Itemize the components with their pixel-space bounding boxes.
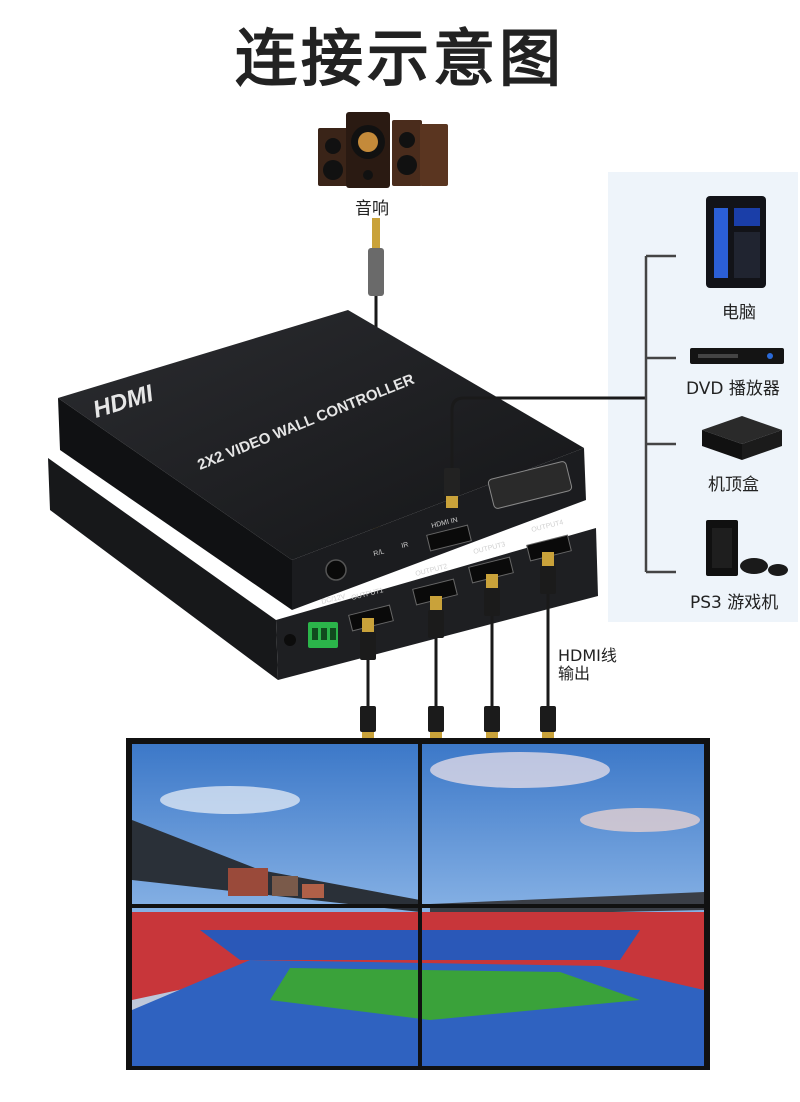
set-top-box-icon — [702, 416, 782, 460]
source-label-dvd: DVD 播放器 — [686, 379, 780, 399]
game-console-icon — [706, 520, 788, 576]
page-title: 连接示意图 — [234, 22, 565, 95]
dvd-player-icon — [690, 348, 784, 364]
hdmi-output-label-line2: 输出 — [558, 664, 591, 683]
port-label-output4: OUTPUT4 — [531, 519, 564, 534]
video-wall-2x2 — [126, 738, 710, 1070]
pc-tower-icon — [706, 196, 766, 288]
hdmi-input-cable — [444, 396, 646, 508]
hdmi-output-cables — [360, 552, 556, 742]
hdmi-cable-output1 — [360, 618, 376, 742]
hdmi-output-label-line1: HDMI线 — [558, 646, 617, 665]
hdmi-cable-output4 — [540, 552, 556, 742]
hdmi-cable-output2 — [428, 596, 444, 742]
port-label-rl: R/L — [373, 548, 385, 557]
speaker-label: 音响 — [355, 199, 389, 219]
source-bracket — [644, 254, 676, 574]
video-wall-controller — [48, 310, 598, 680]
source-label-set-top-box: 机顶盒 — [708, 475, 759, 495]
port-label-output3: OUTPUT3 — [473, 541, 506, 556]
source-label-ps3: PS3 游戏机 — [690, 593, 779, 613]
port-label-ir: IR — [401, 541, 409, 549]
hdmi-cable-output3 — [484, 574, 500, 742]
source-label-pc: 电脑 — [722, 303, 756, 323]
speaker-icon — [318, 112, 448, 188]
